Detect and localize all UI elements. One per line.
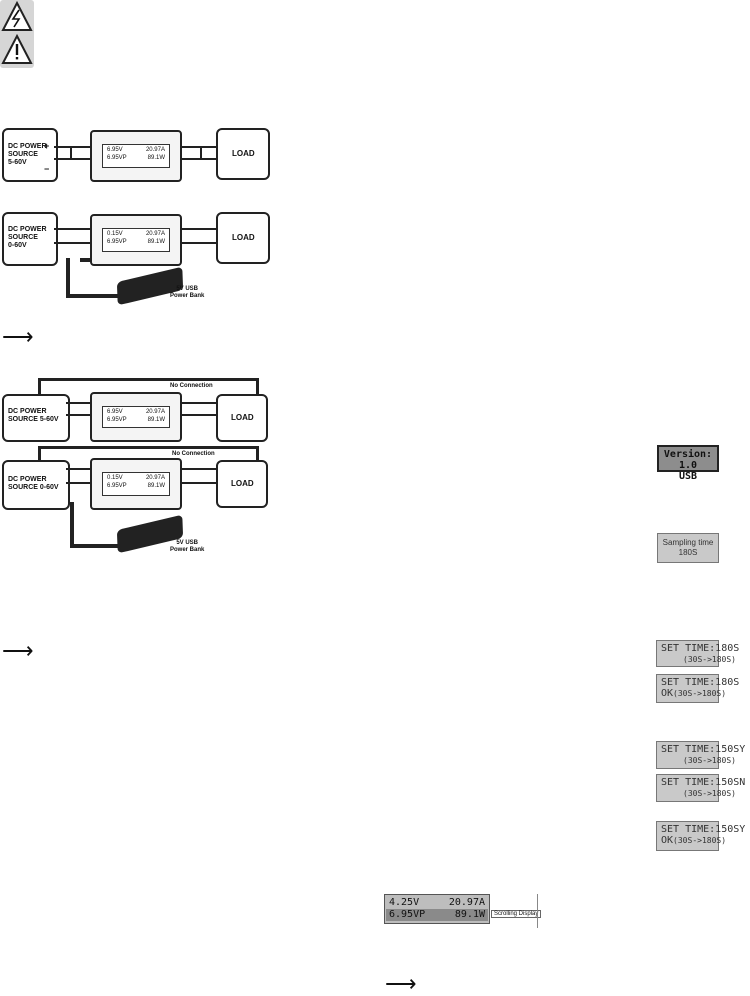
electric-hazard-icon	[1, 0, 33, 64]
load-box: LOAD	[216, 394, 268, 442]
load-box: LOAD	[216, 212, 270, 264]
lcd-set-time-1: SET TIME:180S (30S->180S)	[656, 640, 739, 667]
dc-power-source: DC POWER SOURCE 5-60V	[2, 394, 70, 442]
dc-power-source: DC POWER SOURCE 5-60V	[2, 128, 58, 182]
warning-icons-panel	[0, 0, 34, 68]
dc-power-source: DC POWER SOURCE 0-60V	[2, 212, 58, 266]
no-connection-label: No Connection	[170, 383, 213, 389]
load-box: LOAD	[216, 128, 270, 180]
lcd-sampling-time: Sampling time 180S	[657, 533, 719, 563]
dc-power-source: DC POWER SOURCE 0-60V	[2, 460, 70, 510]
lcd-set-time-2: SET TIME:180S OK(30S->180S)	[656, 674, 739, 703]
arrow-icon: ⟶	[385, 971, 417, 996]
divider	[537, 894, 538, 928]
no-connection-label: No Connection	[172, 451, 215, 457]
lcd-version: Version: 1.0 USB	[657, 445, 719, 482]
scrolling-display-label: Scrolling Display	[491, 910, 542, 918]
arrow-icon: ⟶	[2, 324, 34, 349]
arrow-icon: ⟶	[2, 638, 34, 663]
load-box: LOAD	[216, 460, 268, 508]
